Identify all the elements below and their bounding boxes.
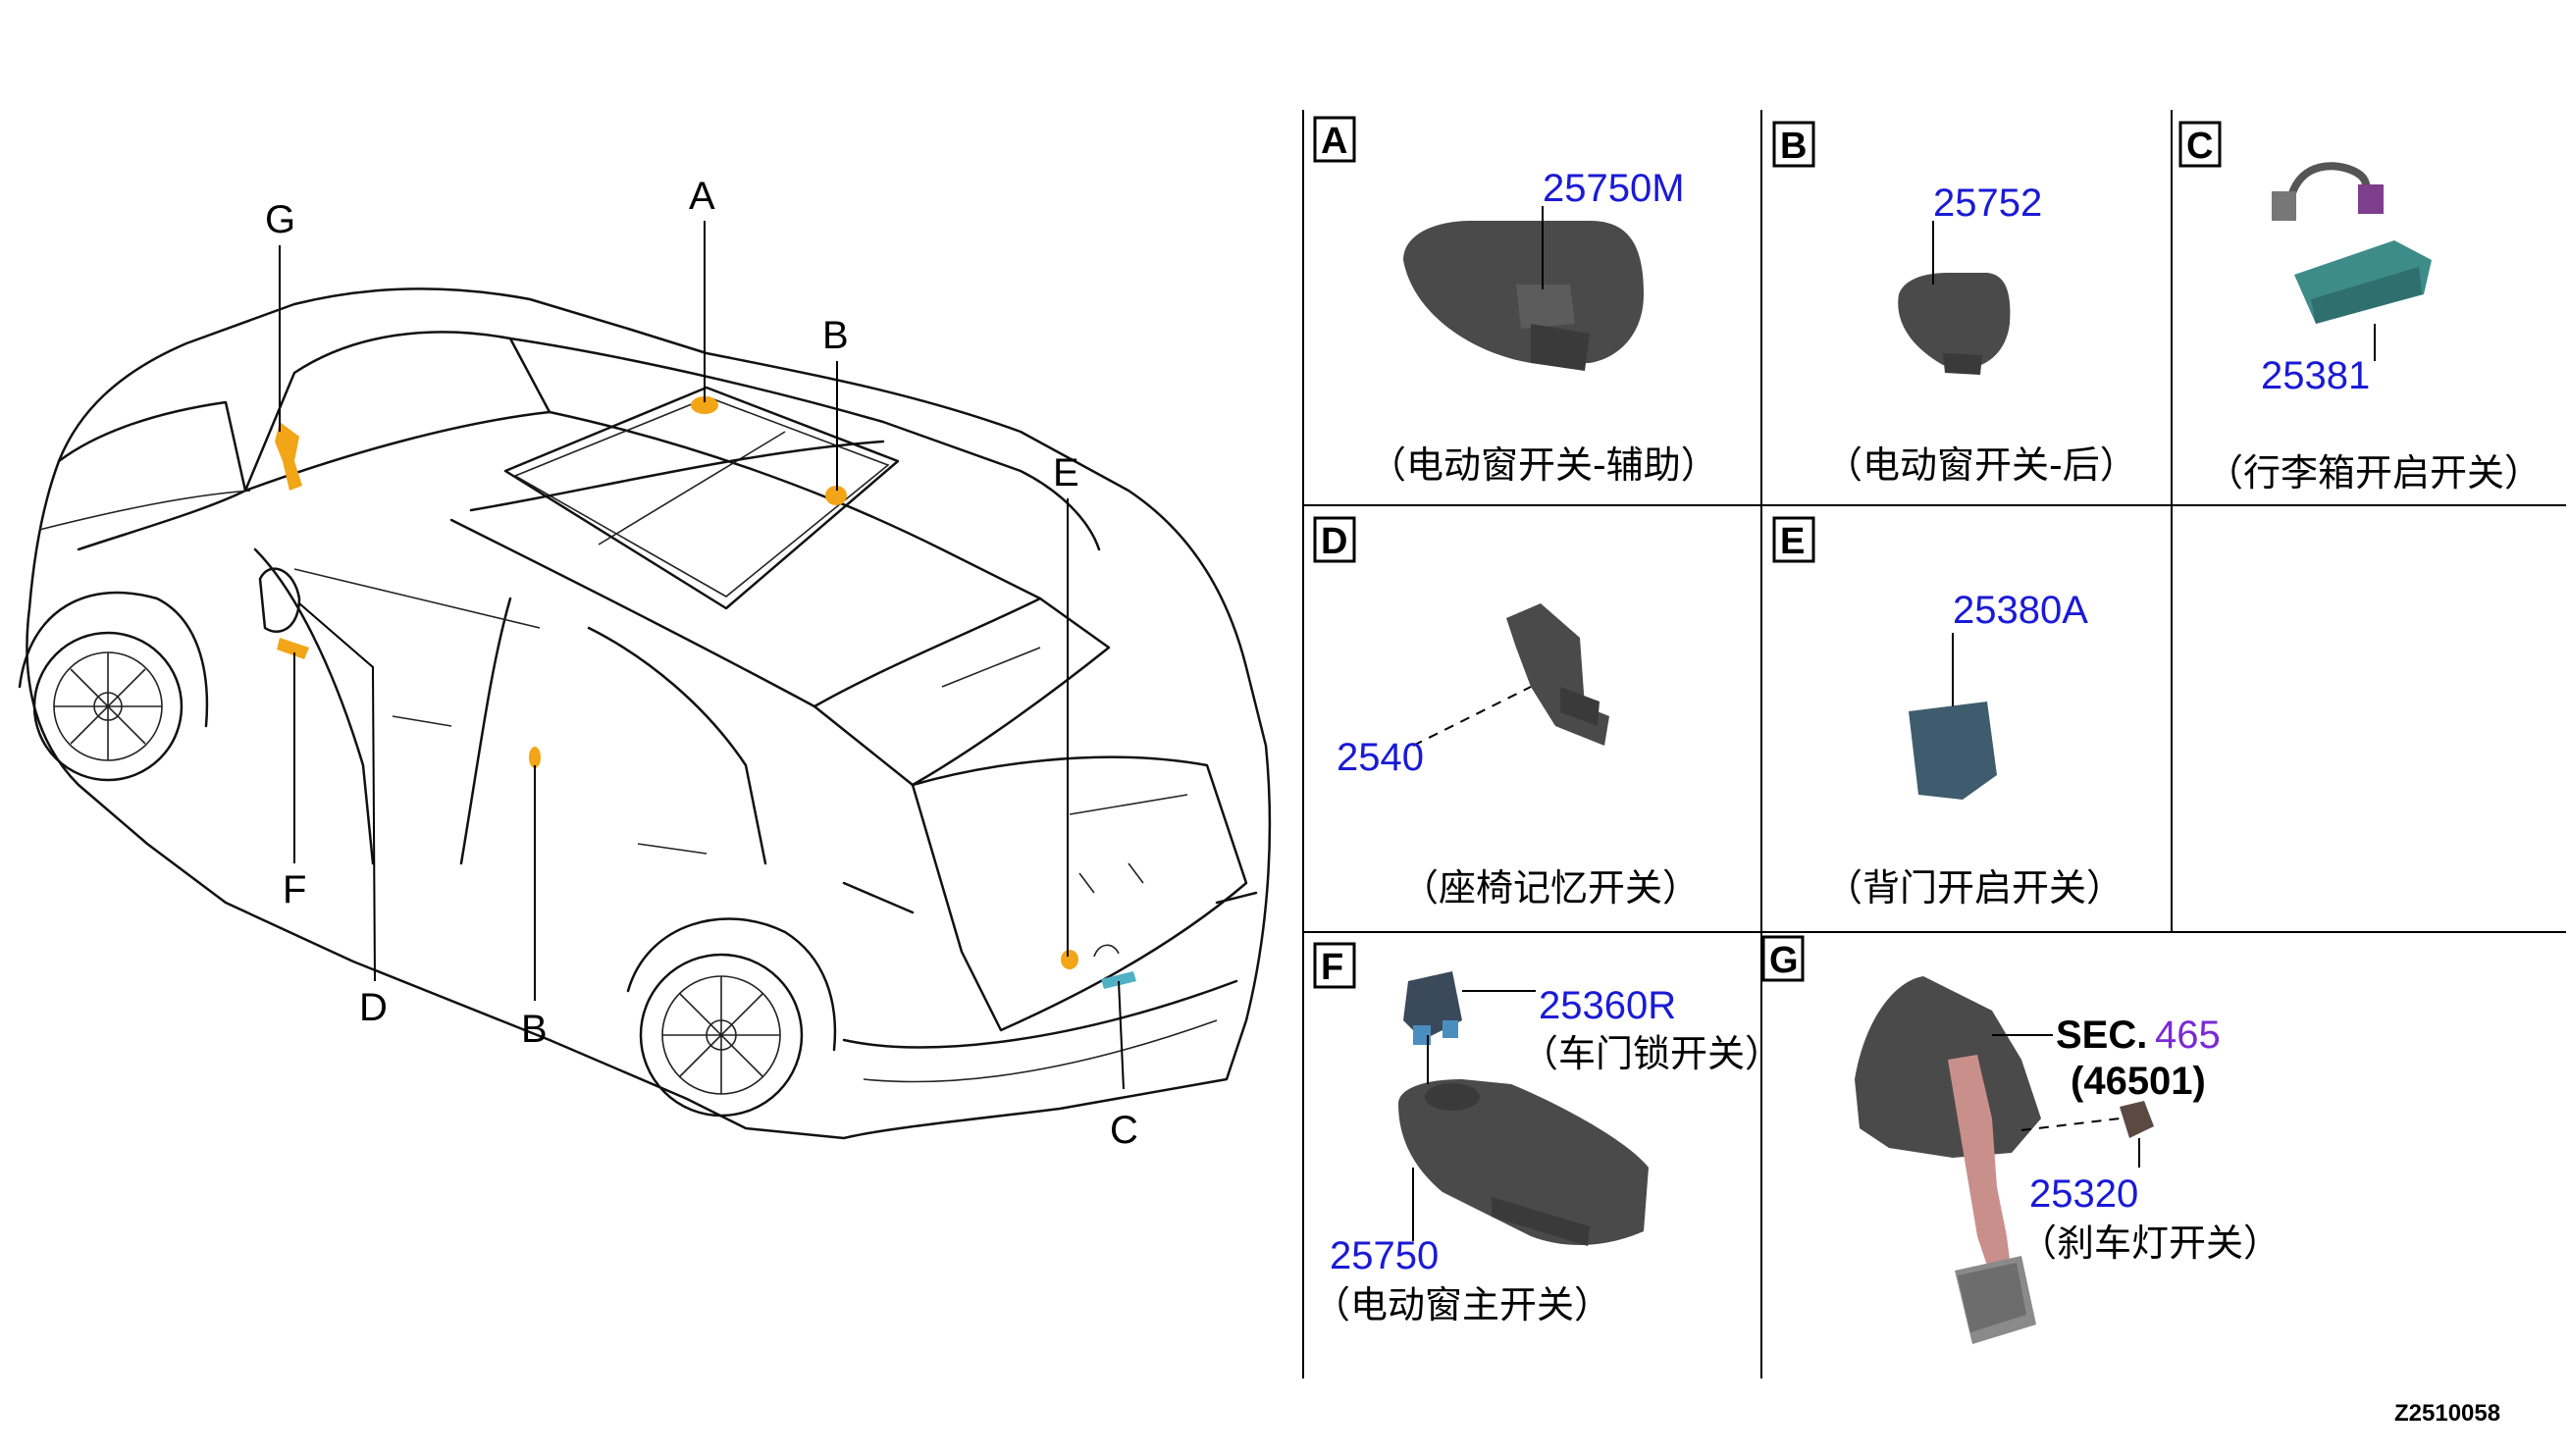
seat-memory-switch-icon	[1506, 603, 1609, 746]
power-window-switch-assist-icon	[1403, 221, 1644, 371]
panel-f-part-number-door-lock: 25360R	[1539, 984, 1676, 1027]
panel-g-sec-number: 465	[2155, 1014, 2221, 1057]
panel-f-label-door-lock: （车门锁开关）	[1521, 1032, 1782, 1075]
panel-a-part-number: 25750M	[1543, 167, 1685, 210]
panel-d-label: （座椅记忆开关）	[1401, 866, 1700, 910]
callout-g: G	[265, 198, 295, 241]
panel-c: C 25381 （行李箱开启开关）	[2178, 121, 2542, 494]
panel-g-part-number: 25320	[2029, 1172, 2138, 1216]
back-door-open-switch-icon	[1909, 702, 1997, 800]
panel-b-part-number: 25752	[1933, 182, 2042, 225]
panel-a-label: （电动窗开关-辅助）	[1369, 443, 1718, 487]
panel-d: D 2540 （座椅记忆开关）	[1313, 516, 1700, 910]
panel-e-part-number: 25380A	[1953, 589, 2088, 632]
car-illustration	[18, 287, 1272, 1140]
door-lock-switch-icon	[1403, 971, 1462, 1045]
panel-g-label: （刹车灯开关）	[2019, 1222, 2281, 1265]
highlight-c	[1101, 971, 1136, 989]
panel-g-sec-prefix: SEC.	[2056, 1014, 2147, 1057]
panel-a-letter: A	[1321, 121, 1347, 162]
panel-e-label: （背门开启开关）	[1825, 866, 2124, 910]
panel-f: F 25360R （车门锁开关） 25750 （电动窗主开关）	[1313, 942, 1782, 1326]
panel-e-letter: E	[1780, 521, 1805, 562]
panel-c-part-number: 25381	[2261, 354, 2370, 397]
panel-d-letter: D	[1321, 521, 1347, 562]
trunk-open-switch-icon	[2272, 162, 2432, 324]
panel-f-part-number-master: 25750	[1330, 1234, 1439, 1277]
highlight-e	[1061, 950, 1078, 969]
callout-b-bottom: B	[521, 1008, 548, 1051]
highlight-a	[691, 396, 718, 414]
parts-grid	[1302, 110, 2566, 1378]
panel-d-part-number: 2540	[1337, 736, 1424, 779]
panel-b-letter: B	[1780, 126, 1807, 167]
panel-b-label: （电动窗开关-后）	[1825, 443, 2137, 487]
callout-b-top: B	[822, 314, 849, 357]
callout-e: E	[1053, 451, 1079, 494]
power-window-switch-rear-icon	[1898, 273, 2011, 375]
panel-c-label: （行李箱开启开关）	[2206, 451, 2542, 494]
reference-code: Z2510058	[2394, 1400, 2500, 1427]
panel-g: G SEC. 465 (46501) 25320 （刹车灯开关）	[1761, 935, 2281, 1344]
panel-b: B 25752 （电动窗开关-后）	[1772, 121, 2137, 487]
highlight-f	[277, 638, 309, 659]
callout-a: A	[689, 175, 715, 218]
highlight-g	[275, 422, 302, 491]
panel-g-sec-sub: (46501)	[2071, 1060, 2206, 1103]
power-window-master-switch-icon	[1398, 1079, 1649, 1246]
panel-a: A 25750M （电动窗开关-辅助）	[1313, 116, 1718, 487]
brake-pedal-assembly-icon	[1855, 976, 2154, 1344]
panel-g-letter: G	[1769, 940, 1799, 981]
panel-e: E 25380A （背门开启开关）	[1772, 516, 2124, 910]
panel-c-letter: C	[2186, 126, 2213, 167]
callout-f: F	[283, 868, 306, 911]
highlight-b-bottom	[529, 747, 541, 768]
panel-f-letter: F	[1321, 947, 1343, 988]
car-callouts: A B G E F D B C	[265, 175, 1138, 1152]
callout-d: D	[359, 986, 388, 1029]
highlight-b-top	[825, 486, 847, 505]
callout-c: C	[1110, 1109, 1138, 1152]
panel-f-label-master: （电动窗主开关）	[1313, 1283, 1611, 1326]
